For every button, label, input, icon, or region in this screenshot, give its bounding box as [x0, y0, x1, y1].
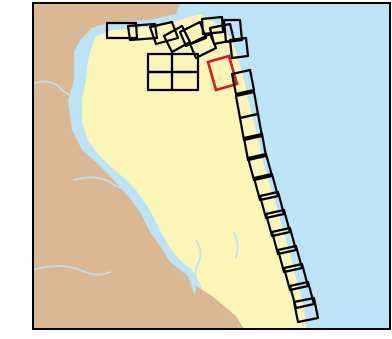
- footprint-top-10[interactable]: [228, 36, 250, 60]
- bay-inlet: [233, 231, 239, 259]
- footprint-top-9[interactable]: [222, 18, 244, 44]
- footprint-coast-13[interactable]: [292, 296, 320, 324]
- land-other-south: [194, 286, 244, 329]
- land-primary: [82, 14, 306, 329]
- river-bay-west: [73, 176, 131, 190]
- footprint-top-2[interactable]: [126, 22, 159, 42]
- land-other-west: [33, 3, 240, 329]
- footprint-grid-se[interactable]: [170, 70, 200, 92]
- footprint-coast-1[interactable]: [230, 68, 256, 96]
- river-inner: [194, 239, 202, 287]
- land-primary-south: [230, 246, 272, 329]
- land-other-northwest: [33, 3, 100, 44]
- footprint-selected[interactable]: [206, 54, 239, 92]
- map-border: [32, 2, 391, 330]
- footprint-coast-12[interactable]: [288, 280, 316, 310]
- river-south: [32, 265, 111, 276]
- footprint-top-1[interactable]: [105, 21, 139, 40]
- river-northwest: [32, 80, 73, 97]
- footprint-top-3[interactable]: [148, 20, 180, 46]
- footprint-top-7[interactable]: [200, 15, 225, 36]
- footprint-top-4[interactable]: [162, 24, 192, 54]
- image-footprints-layer: [105, 15, 320, 324]
- footprint-top-5[interactable]: [178, 20, 208, 48]
